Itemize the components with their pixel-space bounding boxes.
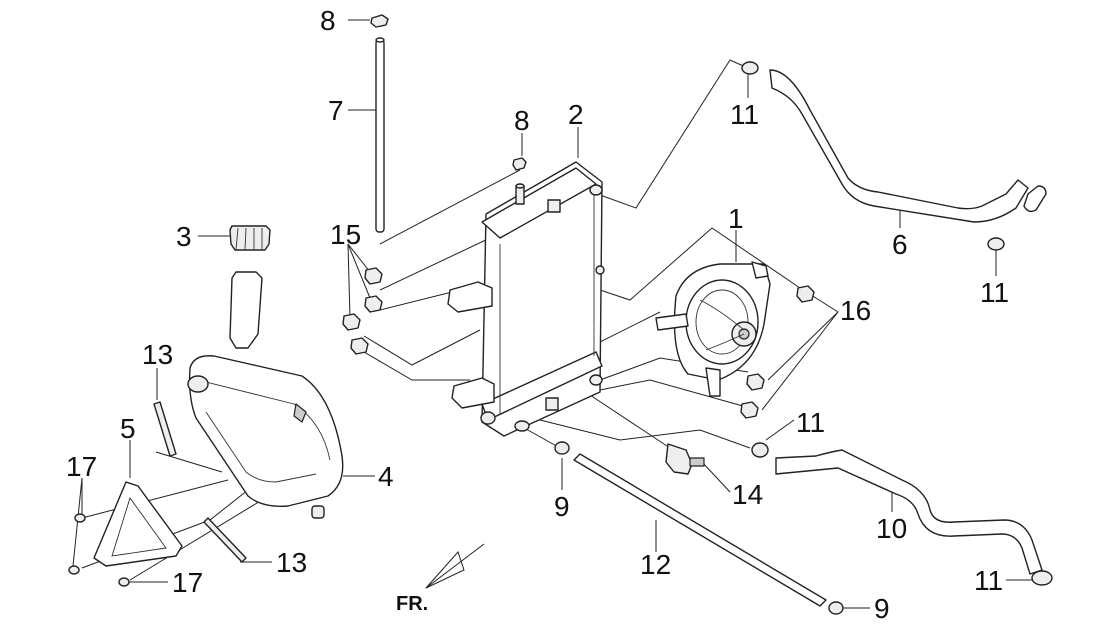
- part-5-bracket: [93, 481, 183, 567]
- callout-6: 6: [892, 229, 908, 260]
- part-11-clamp-bottom: [1031, 570, 1053, 586]
- part-16-bolts: [740, 285, 815, 419]
- callout-15: 15: [330, 219, 361, 250]
- part-12-drain-pipe: [573, 453, 827, 607]
- part-6-upper-hose: [769, 69, 1047, 223]
- callout-1: 1: [728, 203, 744, 234]
- callout-11-mid: 11: [796, 407, 825, 438]
- callout-9-bottom: 9: [874, 593, 890, 624]
- callout-4: 4: [378, 461, 394, 492]
- callout-11-right: 11: [980, 277, 1009, 308]
- callout-13-bottom: 13: [276, 547, 307, 578]
- part-14-sensor: [665, 443, 705, 475]
- callout-9-left: 9: [554, 491, 570, 522]
- callout-16: 16: [840, 295, 871, 326]
- callout-3: 3: [176, 221, 192, 252]
- callout-8-top: 8: [320, 5, 336, 36]
- part-17-screw-b: [68, 565, 80, 575]
- part-10-lower-hose: [775, 449, 1043, 575]
- front-direction-arrow: [425, 543, 485, 589]
- callout-13-top: 13: [142, 339, 173, 370]
- part-13-band-top: [153, 401, 177, 457]
- callout-17-top: 17: [66, 451, 97, 482]
- part-7-pipe: [375, 37, 385, 233]
- callout-7: 7: [328, 95, 344, 126]
- callout-14: 14: [732, 479, 763, 510]
- part-9-clamp-left: [554, 441, 570, 455]
- front-direction-label: FR.: [396, 593, 428, 615]
- part-11-clamp-top: [741, 61, 759, 75]
- part-3-reservoir-cap: [229, 225, 271, 251]
- part-11-clamp-mid: [751, 442, 769, 458]
- part-17-screw-a: [74, 513, 86, 523]
- part-13-band-bottom: [203, 517, 247, 563]
- part-2-radiator: [447, 157, 605, 437]
- callout-11-bottom: 11: [974, 565, 1003, 596]
- part-4-reservoir-tank: [187, 271, 344, 519]
- callout-11-top: 11: [730, 99, 759, 130]
- callout-8-mid: 8: [514, 105, 530, 136]
- callout-10: 10: [876, 513, 907, 544]
- part-11-clamp-right: [987, 237, 1005, 251]
- part-15-bolts: [342, 267, 383, 355]
- part-1-fan: [655, 261, 771, 397]
- callout-5: 5: [120, 413, 136, 444]
- callout-2: 2: [568, 99, 584, 130]
- part-8-cap-top: [370, 14, 389, 28]
- part-9-clamp-bottom: [828, 601, 844, 615]
- callout-labels: 8 7 8 2 11 3 15 1 6 11 16 13 11 5 4 17 9…: [66, 5, 1009, 624]
- callout-17-bottom: 17: [172, 567, 203, 598]
- part-17-screw-c: [118, 577, 130, 587]
- callout-12: 12: [640, 549, 671, 580]
